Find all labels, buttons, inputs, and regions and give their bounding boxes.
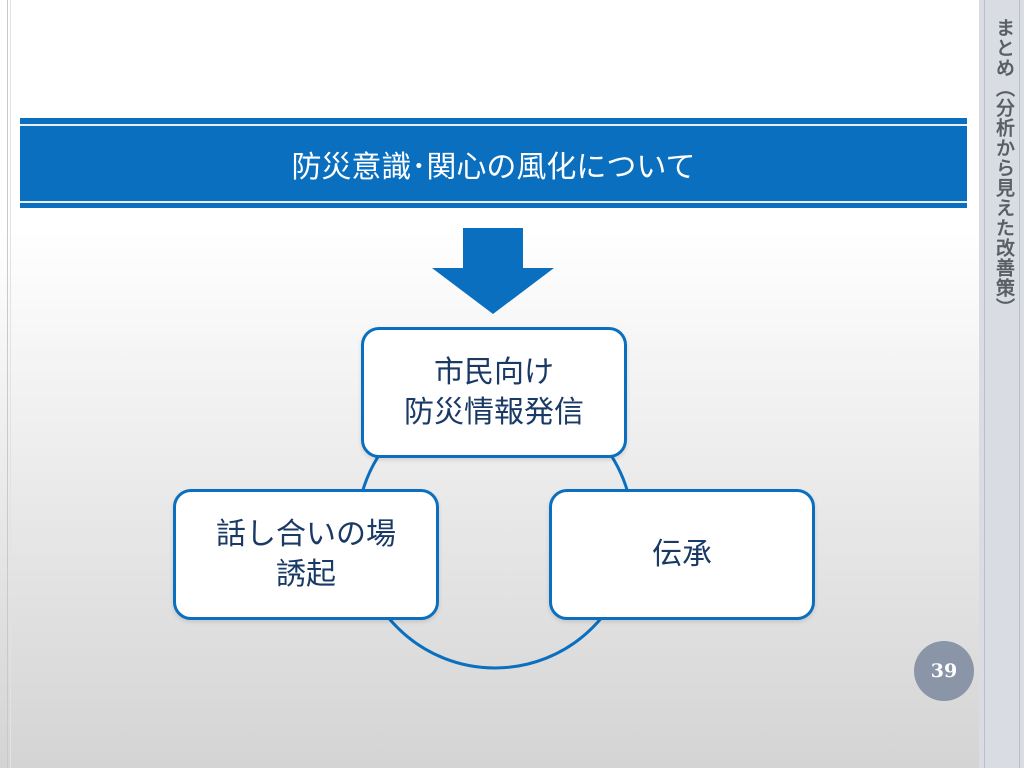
banner-top-rule bbox=[20, 124, 967, 126]
cycle-box-right: 伝承 bbox=[549, 489, 815, 620]
left-border-line-inner bbox=[10, 0, 11, 768]
cycle-box-left: 話し合いの場 誘起 bbox=[173, 489, 439, 620]
cycle-box-right-line1: 伝承 bbox=[652, 536, 712, 572]
cycle-box-left-line2: 誘起 bbox=[276, 556, 336, 592]
cycle-box-left-line1: 話し合いの場 bbox=[216, 516, 396, 552]
cycle-box-top: 市民向け 防災情報発信 bbox=[361, 327, 627, 458]
left-border-line bbox=[7, 0, 8, 768]
right-side-band bbox=[979, 0, 1024, 768]
page-number-badge: 39 bbox=[914, 641, 974, 701]
down-arrow-icon bbox=[432, 228, 554, 314]
title-banner bbox=[20, 118, 967, 208]
section-title-vertical: まとめ（分析から見えた改善策） bbox=[993, 18, 1015, 318]
banner-bottom-rule bbox=[20, 201, 967, 203]
right-border-line-outer bbox=[1019, 0, 1020, 768]
right-border-line bbox=[984, 0, 985, 768]
cycle-box-top-line2: 防災情報発信 bbox=[404, 394, 584, 430]
cycle-box-top-line1: 市民向け bbox=[434, 354, 554, 390]
slide-title: 防災意識･関心の風化について bbox=[291, 149, 696, 185]
